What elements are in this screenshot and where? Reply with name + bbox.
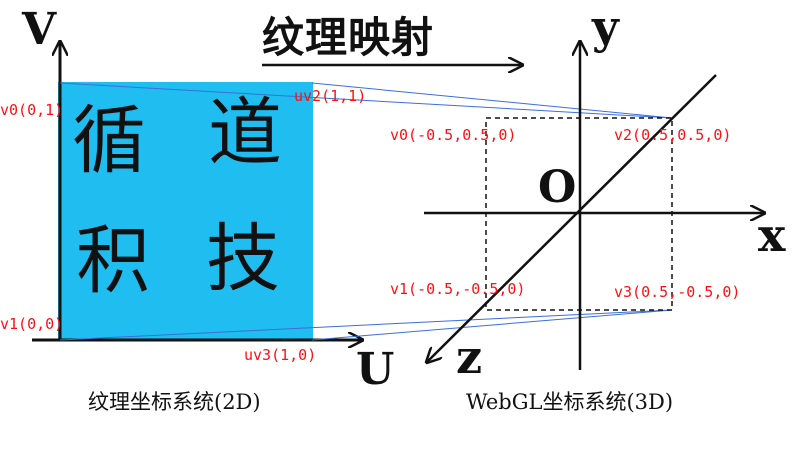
caption-texture-coords: 纹理坐标系统(2D) (88, 390, 261, 414)
vertex-label-v3: v3(0.5,-0.5,0) (614, 283, 741, 301)
uv-label-uv2: uv2(1,1) (294, 87, 367, 105)
texture-glyph-3: 积 (76, 218, 150, 304)
u-axis-label: U (356, 344, 395, 395)
vertex-label-v0: v0(-0.5,0.5,0) (390, 126, 517, 144)
origin-label: O (538, 162, 577, 213)
y-axis-label: y (592, 0, 619, 54)
texture-glyph-2: 道 (208, 90, 282, 176)
v-axis-label: V (22, 4, 57, 55)
uv-label-uv3: uv3(1,0) (244, 346, 317, 364)
mapping-line-top-left (59, 82, 673, 119)
diagram-title: 纹理映射 (262, 13, 435, 62)
uv-label-v0: v0(0,1) (0, 101, 64, 119)
x-axis-label: x (758, 208, 786, 262)
texture-glyph-4: 技 (206, 216, 280, 302)
mapping-line-top-right (311, 82, 673, 119)
texture-glyph-1: 循 (72, 98, 146, 184)
z-axis (427, 74, 717, 362)
vertex-label-v1: v1(-0.5,-0.5,0) (390, 280, 526, 298)
texture-image: 循 道 积 技 (58, 82, 313, 339)
uv-label-v1: v1(0,0) (0, 315, 64, 333)
caption-webgl-coords: WebGL坐标系统(3D) (466, 390, 674, 414)
vertex-label-v2: v2(0.5,0.5,0) (614, 126, 732, 144)
mapping-line-bottom-left (59, 309, 673, 341)
z-axis-label: z (456, 330, 483, 384)
mapping-line-bottom-right (311, 309, 673, 341)
